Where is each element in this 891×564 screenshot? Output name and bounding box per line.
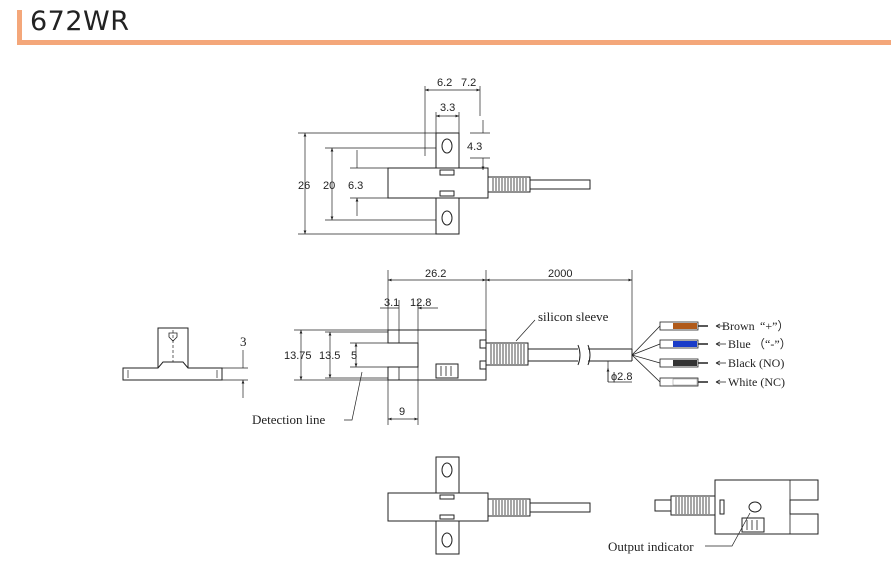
header-accent-bar [17, 10, 22, 40]
top-tab [435, 132, 460, 169]
end-view [122, 327, 248, 398]
wire-label-blue: Blue [728, 337, 751, 351]
wire-bundle [631, 321, 726, 387]
wire-white-swatch [672, 378, 698, 386]
wire-blue-swatch [673, 341, 697, 347]
wire-note-brown: “+”） [760, 319, 789, 333]
page-title: 672WR [30, 6, 130, 37]
dim-label: 9 [399, 406, 405, 418]
dim-label: 13.5 [319, 350, 340, 362]
dim-label: 3.3 [440, 102, 455, 114]
dim-label: 2000 [548, 268, 572, 280]
wire-brown-swatch [673, 323, 697, 329]
wire-label-white: White (NC) [728, 375, 785, 389]
dim-label: 12.8 [410, 297, 431, 309]
wire-labels: Brown “+”） Blue （“-”） Black (NO) White (… [722, 319, 792, 389]
wire-black-swatch [673, 360, 697, 366]
dim-label: ϕ2.8 [611, 371, 632, 383]
dim-label: 3.1 [384, 297, 399, 309]
top-view [298, 86, 591, 235]
wire-label-black: Black (NO) [728, 356, 784, 370]
rear-view [654, 479, 819, 547]
bottom-view [387, 456, 591, 555]
top-view-dim-labels: 6.2 7.2 3.3 4.3 26 20 6.3 [298, 77, 482, 192]
wire-label-brown: Brown [722, 319, 755, 333]
wire-note-blue: （“-”） [753, 337, 792, 351]
dim-label: 6.2 [437, 77, 452, 89]
header-underline [17, 40, 891, 45]
dim-label: 4.3 [467, 141, 482, 153]
dim-label: 13.75 [284, 350, 312, 362]
sensor-body [387, 167, 489, 199]
dim-label: 6.3 [348, 180, 363, 192]
dim-label: 7.2 [461, 77, 476, 89]
sensor-body [387, 492, 489, 522]
silicon-sleeve-label: silicon sleeve [538, 309, 609, 324]
dim-label: 26.2 [425, 268, 446, 280]
sensor-body [387, 329, 487, 381]
dim-label: 26 [298, 180, 310, 192]
dim-label: 5 [351, 350, 357, 362]
detection-line-label: Detection line [252, 412, 326, 427]
side-view-dim-labels: 26.2 2000 3.1 12.8 13.75 13.5 5 9 ϕ2.8 s… [252, 268, 632, 427]
bottom-tab [435, 197, 460, 235]
output-indicator-label: Output indicator [608, 539, 694, 554]
side-view [294, 270, 633, 425]
dim-label: 3 [240, 334, 247, 349]
dim-label: 20 [323, 180, 335, 192]
